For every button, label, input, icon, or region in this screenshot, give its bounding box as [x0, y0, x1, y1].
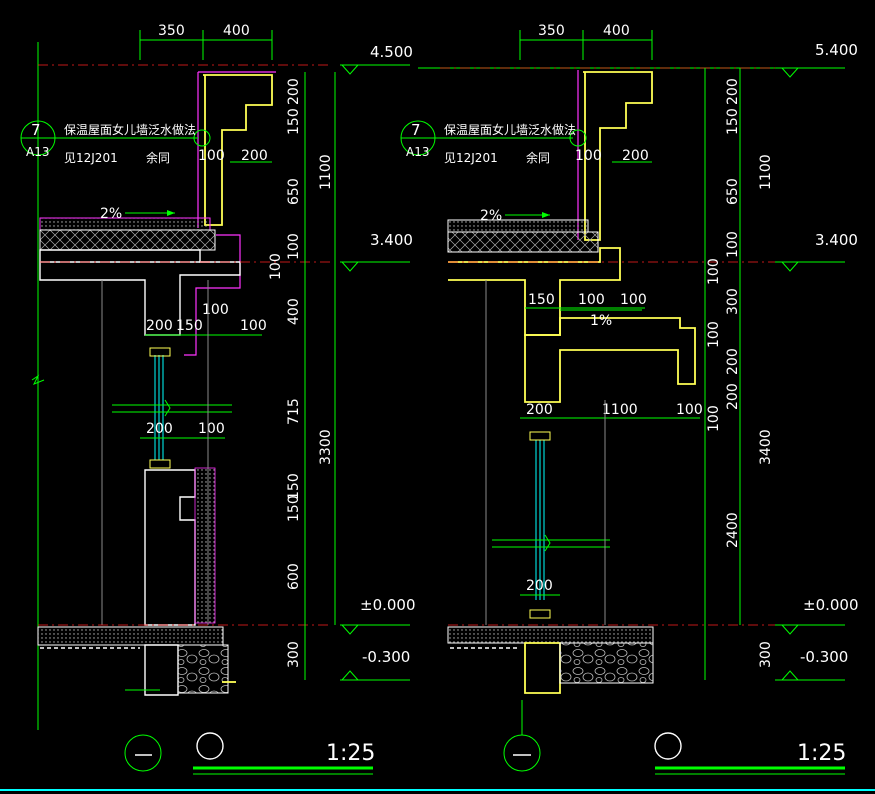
vdim: 300 — [286, 641, 302, 668]
vdim: 600 — [286, 563, 302, 590]
vdim: 150 — [286, 495, 302, 522]
inner-dim: 200 — [622, 148, 649, 164]
vdim: 300 — [725, 288, 741, 315]
vdim: 200 — [725, 383, 741, 410]
vdim-total: 1100 — [318, 154, 334, 190]
inner-dim: 100 — [202, 302, 229, 318]
vdim: 150 — [286, 108, 302, 135]
level-marks: 5.400 3.400 ±0.000 -0.300 — [775, 41, 859, 681]
top-dim-400: 400 — [603, 23, 630, 39]
top-dim-350: 350 — [158, 23, 185, 39]
vdim: 300 — [758, 641, 774, 668]
inner-dim: 100 — [620, 292, 647, 308]
vdim-total: 3400 — [758, 429, 774, 465]
level-label: 4.500 — [370, 43, 413, 61]
slope-label: 2% — [100, 206, 122, 222]
vdim: 2400 — [725, 512, 741, 548]
scale-label: 1:25 — [797, 741, 846, 766]
level-label: ±0.000 — [360, 596, 416, 614]
inner-dim: 100 — [198, 148, 225, 164]
inner-dim: 200 — [146, 421, 173, 437]
callout-number: 7 — [31, 121, 41, 139]
callout-title: 保温屋面女儿墙泛水做法 — [64, 122, 196, 137]
vdim: 650 — [725, 178, 741, 205]
vdim: 200 — [725, 348, 741, 375]
inner-dim: 200 — [526, 402, 553, 418]
vdim: 200 — [725, 78, 741, 105]
callout-ref: 见12J201 — [64, 151, 118, 165]
vdim-total: 1100 — [758, 154, 774, 190]
inner-dim: 100 — [240, 318, 267, 334]
vdim: 100 — [706, 258, 722, 285]
slope-label: 2% — [480, 208, 502, 224]
inner-dim: 200 — [146, 318, 173, 334]
level-label: 3.400 — [370, 231, 413, 249]
vdim: 715 — [286, 398, 302, 425]
level-label: 3.400 — [815, 231, 858, 249]
vdim: 650 — [286, 178, 302, 205]
callout-number: 7 — [411, 121, 421, 139]
callout-ref: 见12J201 — [444, 151, 498, 165]
vdim: 100 — [286, 233, 302, 260]
left-right-dim-labels: 200 150 650 100 400 715 150 150 600 300 … — [286, 78, 334, 668]
vdim: 100 — [706, 321, 722, 348]
inner-dim: 100 — [268, 253, 284, 280]
level-label: ±0.000 — [803, 596, 859, 614]
callout-title: 保温屋面女儿墙泛水做法 — [444, 122, 576, 137]
callout-sheet: A13 — [26, 145, 49, 159]
left-section-detail: 350 400 2% 7 A13 保温屋面女儿墙泛水做法 见12J201 余同 … — [20, 23, 416, 775]
inner-dim: 100 — [676, 402, 703, 418]
vdim: 400 — [286, 298, 302, 325]
vdim: 100 — [706, 405, 722, 432]
right-section-detail: 350 400 1% 2% 7 A13 保温屋面女儿墙泛水做法 见12J201 … — [400, 23, 859, 775]
inner-dim: 150 — [176, 318, 203, 334]
callout-same: 余同 — [526, 150, 550, 165]
callout-same: 余同 — [146, 150, 170, 165]
scale-label: 1:25 — [326, 741, 375, 766]
inner-dim: 100 — [578, 292, 605, 308]
level-label: -0.300 — [800, 648, 848, 666]
inner-dim: 100 — [575, 148, 602, 164]
level-label: 5.400 — [815, 41, 858, 59]
inner-dim: 200 — [526, 578, 553, 594]
inner-dim: 1100 — [602, 402, 638, 418]
callout-sheet: A13 — [406, 145, 429, 159]
top-dim-350: 350 — [538, 23, 565, 39]
vdim: 100 — [725, 231, 741, 258]
inner-dim: 200 — [241, 148, 268, 164]
level-label: -0.300 — [362, 648, 410, 666]
slope-1pct: 1% — [590, 313, 612, 329]
inner-dim: 100 — [198, 421, 225, 437]
vdim-total: 3300 — [318, 429, 334, 465]
vdim: 150 — [725, 108, 741, 135]
top-dim-400: 400 — [223, 23, 250, 39]
inner-dim: 150 — [528, 292, 555, 308]
vdim: 200 — [286, 78, 302, 105]
right-right-dim-labels: 200 150 650 100 100 300 100 200 200 100 … — [706, 78, 774, 668]
vdim: 150 — [286, 473, 302, 500]
level-marks: 4.500 3.400 ±0.000 -0.300 — [340, 43, 416, 681]
